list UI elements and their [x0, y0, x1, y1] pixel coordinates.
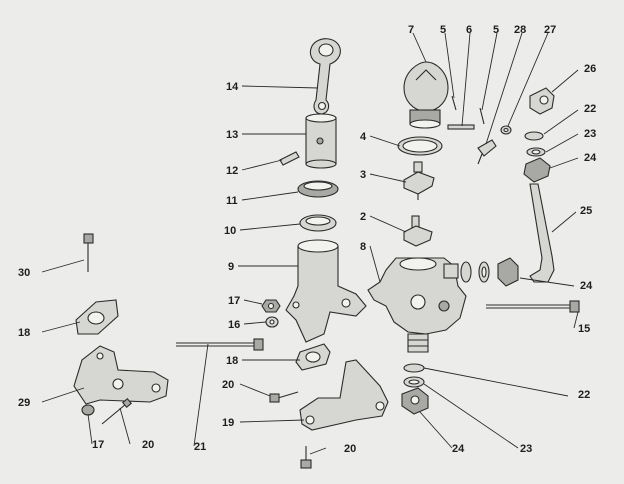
- part-9-cylinder-body: [285, 239, 367, 343]
- callout-4: 4: [360, 131, 367, 143]
- callout-20: 20: [142, 439, 154, 451]
- part-17-nut-lower: [81, 404, 95, 416]
- callout-27: 27: [544, 24, 556, 36]
- callout-20: 20: [222, 379, 234, 391]
- callout-21: 21: [194, 441, 206, 453]
- part-8-pump-housing: [367, 257, 467, 353]
- callout-17: 17: [228, 295, 240, 307]
- callout-5: 5: [493, 24, 499, 36]
- part-6-rod: [447, 124, 475, 130]
- callout-9: 9: [228, 261, 234, 273]
- part-2-valve-insert: [403, 215, 433, 247]
- part-20-screw-left: [101, 397, 133, 425]
- part-24-nut-upper: [523, 157, 551, 183]
- callout-20: 20: [344, 443, 356, 455]
- part-7-cap: [403, 61, 449, 129]
- part-15-long-rod: [486, 300, 580, 313]
- part-14-connecting-rod: [309, 38, 341, 115]
- part-18-gasket-center: [295, 343, 331, 371]
- callout-30: 30: [18, 267, 30, 279]
- callout-12: 12: [226, 165, 238, 177]
- callout-8: 8: [360, 241, 366, 253]
- part-20-bolt-bottom: [300, 446, 312, 469]
- leader-lines: [41, 32, 579, 455]
- callout-15: 15: [578, 323, 590, 335]
- part-19-bracket: [299, 359, 389, 431]
- callout-18: 18: [18, 327, 30, 339]
- part-21-long-bolt: [176, 338, 264, 351]
- part-11-bearing-ring: [297, 180, 339, 198]
- callout-16: 16: [228, 319, 240, 331]
- callout-labels: 14 13 12 11 10 9 17 16 18 20 19 20 21 20…: [18, 24, 597, 455]
- callout-18: 18: [226, 355, 238, 367]
- part-24-nut-lower: [401, 387, 429, 415]
- part-22-washer-upper: [524, 131, 544, 141]
- part-10-seal-ring: [299, 214, 337, 232]
- part-30-bolt: [83, 233, 94, 272]
- part-22-washer-lower: [403, 363, 425, 373]
- callout-24: 24: [452, 443, 465, 455]
- callout-26: 26: [584, 63, 596, 75]
- part-12-pin: [279, 151, 300, 166]
- part-17-nut-upper: [261, 299, 281, 313]
- part-23-ring-lower: [403, 376, 425, 388]
- callout-23: 23: [584, 128, 596, 140]
- part-5-pin-left: [451, 95, 457, 111]
- part-23-ring-upper: [526, 147, 546, 157]
- part-26-elbow-fitting: [529, 87, 555, 115]
- callout-22: 22: [584, 103, 596, 115]
- callout-23: 23: [520, 443, 532, 455]
- part-18-gasket-left: [75, 299, 119, 335]
- callout-24: 24: [580, 280, 593, 292]
- callout-24: 24: [584, 152, 597, 164]
- part-3-valve-insert: [403, 161, 435, 200]
- part-20-bolt-center: [269, 391, 299, 403]
- part-28-valve: [477, 139, 497, 165]
- part-24-nut-right: [497, 257, 519, 287]
- part-29-mounting-bracket: [73, 345, 169, 405]
- callout-14: 14: [226, 81, 239, 93]
- callout-2: 2: [360, 211, 366, 223]
- callout-7: 7: [408, 24, 414, 36]
- callout-3: 3: [360, 169, 366, 181]
- callout-10: 10: [224, 225, 236, 237]
- callout-29: 29: [18, 397, 30, 409]
- part-rings-side: [460, 261, 490, 283]
- callout-13: 13: [226, 129, 238, 141]
- part-13-sleeve: [305, 113, 337, 169]
- callout-22: 22: [578, 389, 590, 401]
- part-25-pipe: [529, 183, 555, 283]
- callout-28: 28: [514, 24, 526, 36]
- part-4-gasket-ring: [397, 136, 443, 156]
- callout-17: 17: [92, 439, 104, 451]
- callout-19: 19: [222, 417, 234, 429]
- callout-25: 25: [580, 205, 592, 217]
- callout-6: 6: [466, 24, 472, 36]
- part-5-pin-right: [479, 107, 485, 125]
- callout-5: 5: [440, 24, 446, 36]
- callout-11: 11: [226, 195, 238, 207]
- part-27-washer: [500, 125, 512, 135]
- part-16-washer: [265, 316, 279, 328]
